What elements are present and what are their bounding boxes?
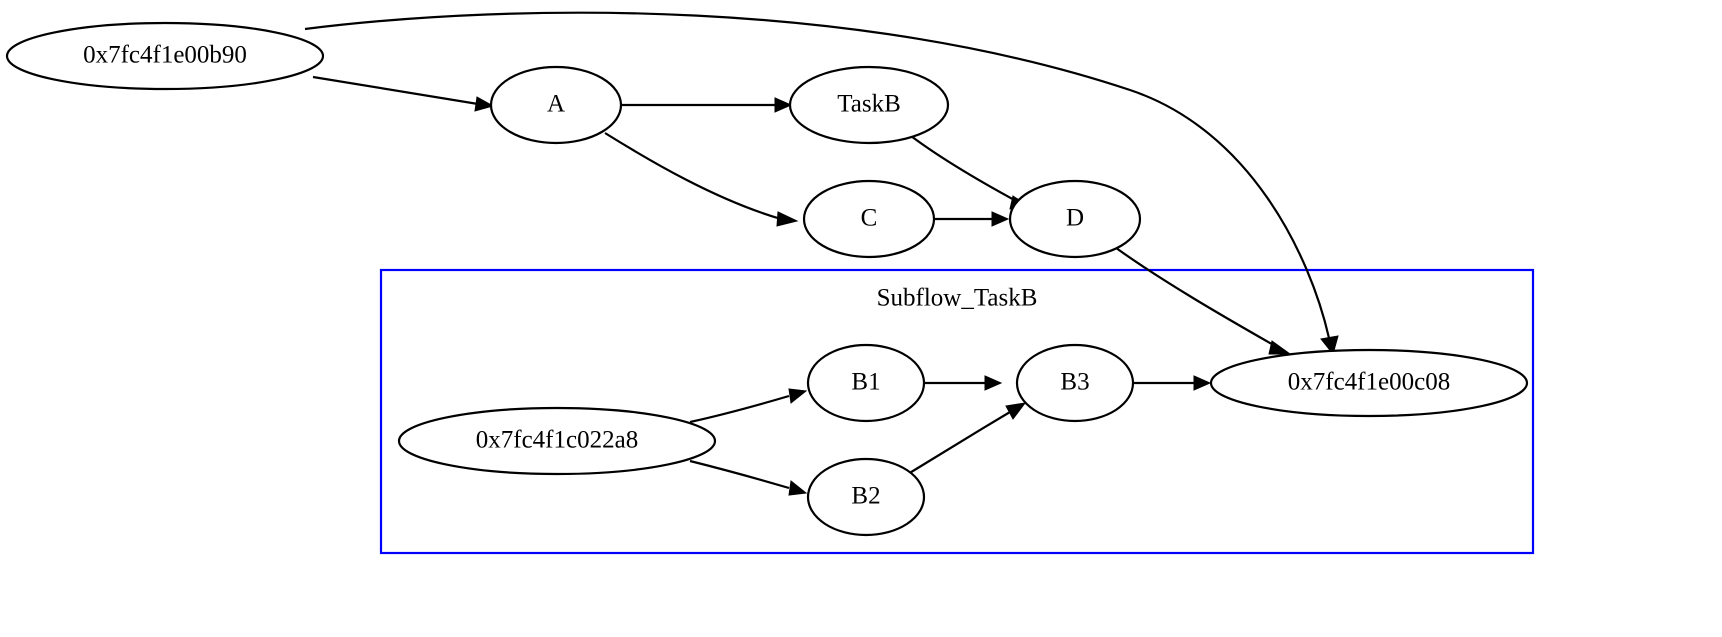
edge-start-to-end[interactable] xyxy=(304,11,1339,356)
node-taskb-ellipse xyxy=(788,65,950,145)
edge-b2-to-b3[interactable] xyxy=(907,402,1027,475)
edge-taskb-to-d[interactable] xyxy=(910,135,1033,210)
node-start-ellipse xyxy=(5,21,325,91)
edge-c-to-d-arrowhead xyxy=(991,211,1010,227)
edge-c-to-d[interactable] xyxy=(935,211,1010,227)
edge-subin-to-b2-path xyxy=(689,459,790,490)
edge-a-to-c-path xyxy=(604,132,782,221)
cluster-title: Subflow_TaskB xyxy=(877,285,1038,312)
edge-b2-to-b3-path xyxy=(907,411,1011,475)
node-a-ellipse xyxy=(489,65,623,145)
edge-start-to-end-path xyxy=(304,11,1331,339)
node-d[interactable]: D xyxy=(1008,179,1142,259)
node-start[interactable]: 0x7fc4f1e00b90 xyxy=(5,21,325,91)
edge-start-to-a[interactable] xyxy=(312,75,495,112)
node-b1[interactable]: B1 xyxy=(806,343,926,423)
edge-a-to-taskb[interactable] xyxy=(622,97,793,113)
edge-taskb-to-d-path xyxy=(910,135,1019,203)
node-b3[interactable]: B3 xyxy=(1015,343,1135,423)
edge-d-to-end[interactable] xyxy=(1111,244,1292,355)
edge-start-to-end-arrowhead xyxy=(1320,335,1339,356)
edge-b1-to-b3[interactable] xyxy=(925,375,1003,391)
edge-d-to-end-arrowhead xyxy=(1268,340,1292,355)
edge-a-to-taskb-arrowhead xyxy=(774,97,793,113)
edge-subin-to-b1-path xyxy=(689,394,790,424)
edge-subin-to-b2-arrowhead xyxy=(788,480,808,496)
node-d-ellipse xyxy=(1008,179,1142,259)
edge-b1-to-b3-arrowhead xyxy=(984,375,1003,391)
edge-d-to-end-path xyxy=(1111,244,1278,348)
edge-start-to-a-arrowhead xyxy=(474,96,495,112)
node-end[interactable]: 0x7fc4f1e00c08 xyxy=(1209,348,1529,418)
node-c-ellipse xyxy=(802,179,936,259)
edge-subin-to-b2[interactable] xyxy=(689,459,808,496)
node-b1-ellipse xyxy=(806,343,926,423)
edge-a-to-c[interactable] xyxy=(604,132,799,227)
node-a[interactable]: A xyxy=(489,65,623,145)
node-taskb[interactable]: TaskB xyxy=(788,65,950,145)
cluster-border-rect xyxy=(379,268,1535,555)
node-c[interactable]: C xyxy=(802,179,936,259)
edge-start-to-a-path xyxy=(312,75,479,106)
node-end-ellipse xyxy=(1209,348,1529,418)
node-b2[interactable]: B2 xyxy=(806,457,926,537)
edge-b3-to-end[interactable] xyxy=(1134,375,1212,391)
edge-subin-to-b1[interactable] xyxy=(689,388,808,424)
node-b3-ellipse xyxy=(1015,343,1135,423)
edge-subin-to-b1-arrowhead xyxy=(788,388,808,404)
edge-b2-to-b3-arrowhead xyxy=(1005,402,1027,420)
cluster-subflow-taskb[interactable]: Subflow_TaskB xyxy=(379,268,1535,555)
edge-b3-to-end-arrowhead xyxy=(1193,375,1212,391)
node-subflow-input[interactable]: 0x7fc4f1c022a8 xyxy=(397,406,717,476)
node-b2-ellipse xyxy=(806,457,926,537)
edge-a-to-c-arrowhead xyxy=(776,211,799,227)
node-subflow-input-ellipse xyxy=(397,406,717,476)
